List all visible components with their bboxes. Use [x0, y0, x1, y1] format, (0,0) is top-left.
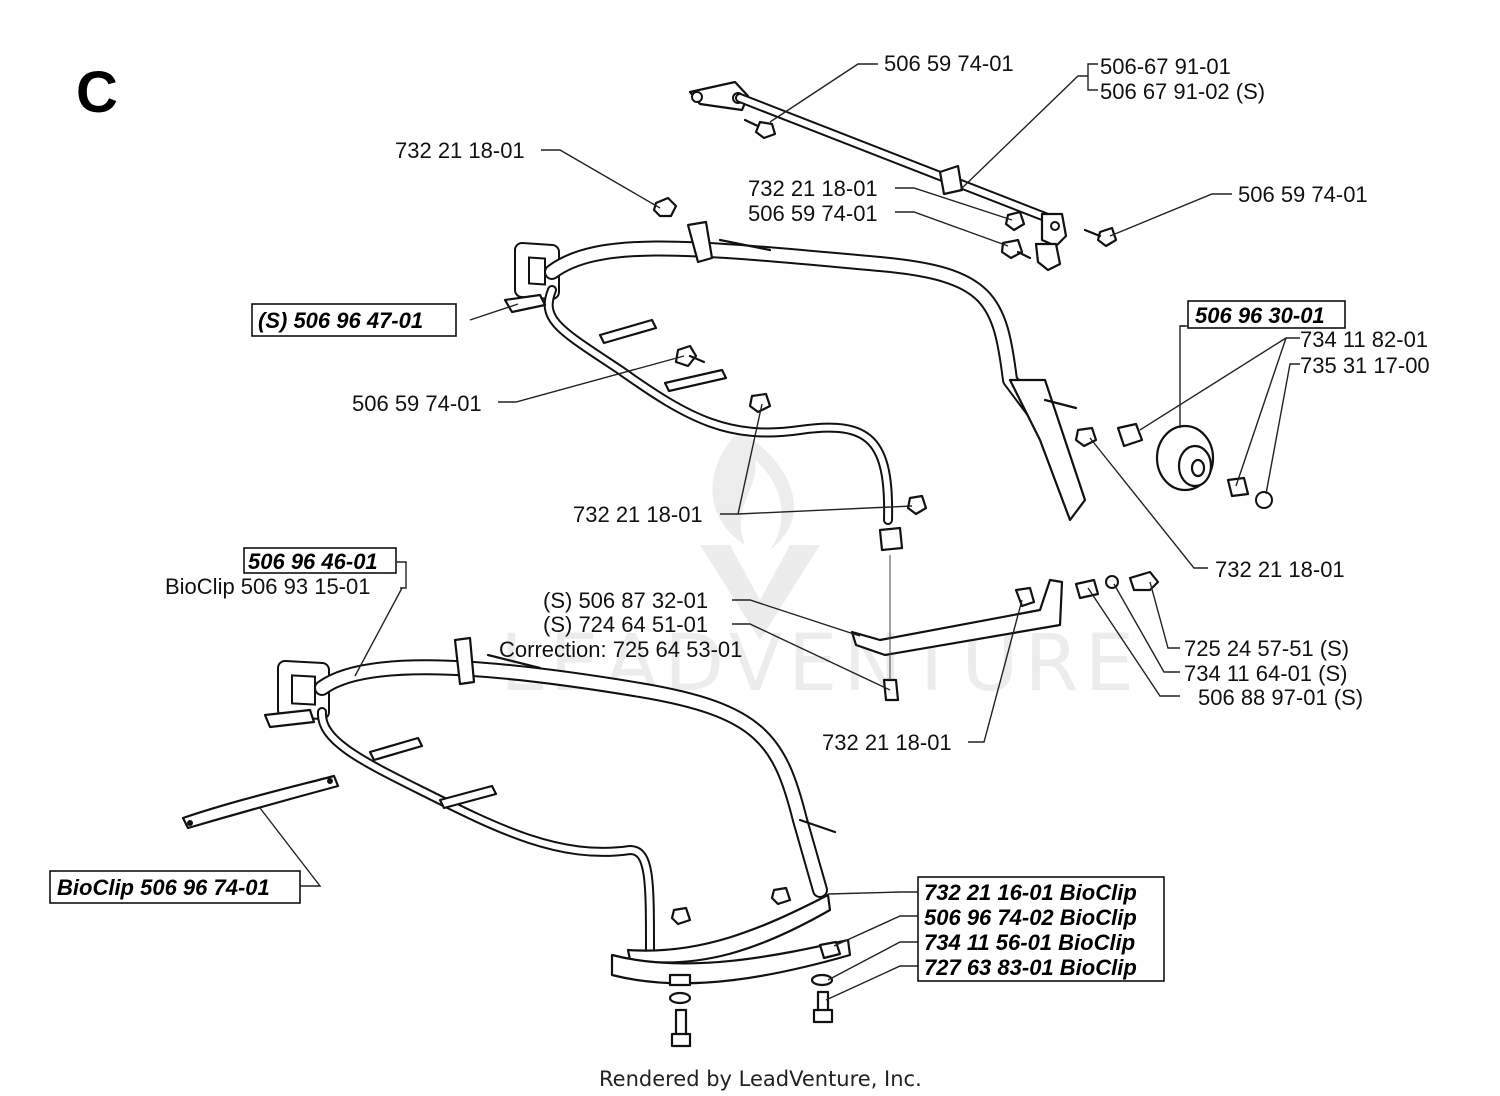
upper-frame [503, 220, 1087, 552]
label-506-59-74-01-top: 506 59 74-01 [884, 51, 1014, 76]
label-734-11-82-01: 734 11 82-01 [1300, 327, 1428, 352]
label-734-11-56-01-bioclip: 734 11 56-01 BioClip [924, 930, 1135, 955]
leader-lines [259, 63, 1300, 1001]
label-732-21-18-01-low: 732 21 18-01 [822, 730, 952, 755]
lift-rod-assembly [688, 80, 1068, 272]
label-s-506-96-47-01: (S) 506 96 47-01 [258, 308, 423, 333]
label-bioclip-506-96-74-01: BioClip 506 96 74-01 [57, 875, 270, 900]
label-732-21-18-01-a: 732 21 18-01 [395, 138, 525, 163]
box-bioclip-506-96-74-01 [49, 870, 301, 904]
label-506-59-74-01-right: 506 59 74-01 [1238, 182, 1368, 207]
label-506-67-91-01: 506-67 91-01 [1100, 54, 1231, 79]
label-506-67-91-02: 506 67 91-02 (S) [1100, 79, 1265, 104]
label-725-24-57-51: 725 24 57-51 (S) [1184, 636, 1349, 661]
fasteners-mid [674, 344, 1098, 516]
label-correction: Correction: 725 64 53-01 [499, 637, 742, 662]
box-s-506-96-47-01 [251, 303, 457, 337]
footer-credit: Rendered by LeadVenture, Inc. [599, 1067, 922, 1091]
label-732-21-16-01-bioclip: 732 21 16-01 BioClip [924, 880, 1137, 905]
label-506-96-46-01: 506 96 46-01 [248, 549, 378, 574]
label-735-31-17-00: 735 31 17-00 [1300, 353, 1430, 378]
label-506-59-74-01-mid: 506 59 74-01 [352, 391, 482, 416]
part-labels: 506 59 74-01 506-67 91-01 506 67 91-02 (… [57, 51, 1430, 980]
label-boxes [49, 300, 1346, 982]
label-bioclip-506-93-15-01: BioClip 506 93 15-01 [165, 574, 370, 599]
label-506-96-74-02-bioclip: 506 96 74-02 BioClip [924, 905, 1137, 930]
label-734-11-64-01: 734 11 64-01 (S) [1184, 661, 1347, 686]
label-506-96-30-01: 506 96 30-01 [1195, 303, 1325, 328]
roller-wheel [1116, 422, 1273, 509]
box-506-96-30-01 [1187, 300, 1346, 329]
label-s-506-87-32-01: (S) 506 87 32-01 [543, 588, 708, 613]
lower-frame [263, 636, 852, 987]
label-s-724-64-51-01: (S) 724 64 51-01 [543, 612, 708, 637]
label-732-21-18-01-b: 732 21 18-01 [748, 176, 878, 201]
watermark: LEADVENTURE [500, 430, 1140, 709]
watermark-text: LEADVENTURE [500, 619, 1140, 709]
bioclip-strap [181, 774, 340, 830]
box-bioclip-group [917, 876, 1165, 982]
label-732-21-18-01-mid: 732 21 18-01 [573, 502, 703, 527]
label-727-63-83-01-bioclip: 727 63 83-01 BioClip [924, 955, 1137, 980]
box-506-96-46-01 [243, 547, 397, 574]
label-506-88-97-01: 506 88 97-01 (S) [1198, 685, 1363, 710]
fasteners-top [652, 118, 1118, 260]
label-732-21-18-01-right: 732 21 18-01 [1215, 557, 1345, 582]
fasteners-bottom [668, 886, 842, 1048]
section-letter: C [76, 60, 118, 125]
label-506-59-74-01-b: 506 59 74-01 [748, 201, 878, 226]
watermark-logo-icon [700, 430, 820, 640]
